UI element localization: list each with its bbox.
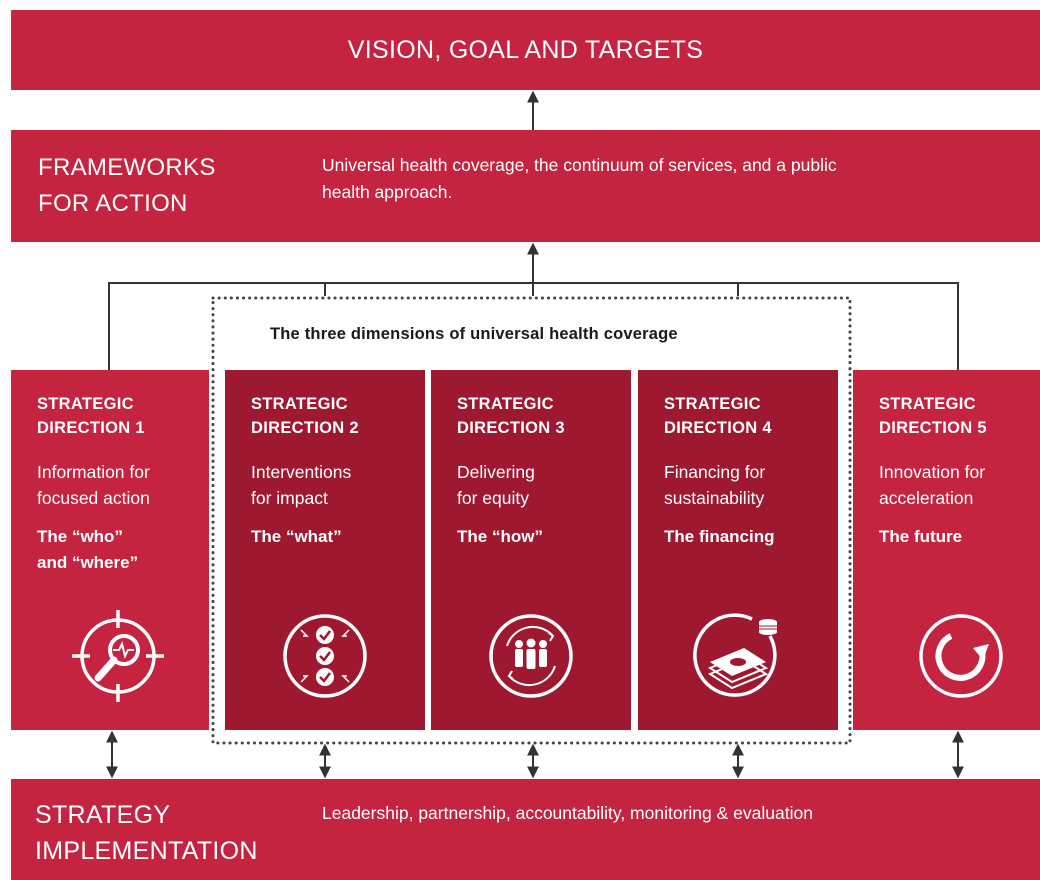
checklist-icon [283,614,367,698]
sd3-label-line1: STRATEGIC [457,395,554,413]
implementation-description: Leadership, partnership, accountability,… [322,803,813,823]
frameworks-title: FRAMEWORKS FOR ACTION [38,150,216,222]
sd2-tag-line1: The “what” [251,527,342,546]
sd1-tag-line1: The “who” [37,527,123,546]
sd4-label-line2: DIRECTION 4 [664,419,772,437]
people-cycle-icon [489,614,573,698]
frameworks-description: Universal health coverage, the continuum… [322,152,982,206]
target-magnifier-icon [72,610,164,702]
sd1-name: Information for focused action [37,459,150,511]
frameworks-desc-line1: Universal health coverage, the continuum… [322,155,837,175]
frameworks-box: FRAMEWORKS FOR ACTION Universal health c… [11,130,1040,242]
sd2-label-line2: DIRECTION 2 [251,419,359,437]
sd3-label-line2: DIRECTION 3 [457,419,565,437]
sd5-name-line2: acceleration [879,488,974,508]
sd4-tag-line1: The financing [664,527,775,546]
sd4-name-line2: sustainability [664,488,765,508]
sd5-tag: The future [879,524,962,550]
sd1-label-line1: STRATEGIC [37,395,134,413]
implementation-box: STRATEGY IMPLEMENTATION Leadership, part… [11,779,1040,880]
sd1-label-line2: DIRECTION 1 [37,419,145,437]
sd4-name-line1: Financing for [664,462,766,482]
sd3-name-line1: Delivering [457,462,535,482]
sd5-label: STRATEGIC DIRECTION 5 [879,392,987,440]
sd5-tag-line1: The future [879,527,963,546]
frameworks-title-line1: FRAMEWORKS [38,154,216,181]
sd4-label-line1: STRATEGIC [664,395,761,413]
sd3-label: STRATEGIC DIRECTION 3 [457,392,565,440]
sd5-name-line1: Innovation for [879,462,986,482]
implementation-title-line1: STRATEGY [35,801,171,829]
strategic-direction-1: STRATEGIC DIRECTION 1 Information for fo… [11,370,209,730]
sd5-label-line1: STRATEGIC [879,395,976,413]
money-stack-icon [693,613,777,697]
sd5-label-line2: DIRECTION 5 [879,419,987,437]
sd1-name-line1: Information for [37,462,150,482]
sd4-name: Financing for sustainability [664,459,765,511]
strategic-direction-4: STRATEGIC DIRECTION 4 Financing for sust… [638,370,838,730]
sd1-tag: The “who” and “where” [37,524,138,576]
sd1-tag-line2: and “where” [37,553,139,572]
sd1-label: STRATEGIC DIRECTION 1 [37,392,145,440]
sd2-name-line2: for impact [251,488,328,508]
sd4-tag: The financing [664,524,775,550]
frameworks-title-line2: FOR ACTION [38,190,188,217]
sd2-name-line1: Interventions [251,462,352,482]
sd1-name-line2: focused action [37,488,150,508]
implementation-title: STRATEGY IMPLEMENTATION [35,797,258,869]
sd3-tag: The “how” [457,524,543,550]
vision-title: VISION, GOAL AND TARGETS [347,36,704,64]
vision-box: VISION, GOAL AND TARGETS [11,10,1040,90]
sd2-tag: The “what” [251,524,342,550]
sd2-name: Interventions for impact [251,459,351,511]
strategic-direction-2: STRATEGIC DIRECTION 2 Interventions for … [225,370,425,730]
dimensions-dotted-frame [211,296,852,745]
dimensions-caption: The three dimensions of universal health… [270,325,678,343]
sd4-label: STRATEGIC DIRECTION 4 [664,392,772,440]
sd3-name: Delivering for equity [457,459,535,511]
circular-arrow-icon [919,614,1003,698]
frameworks-desc-line2: health approach. [322,182,453,202]
sd2-label: STRATEGIC DIRECTION 2 [251,392,359,440]
sd5-name: Innovation for acceleration [879,459,985,511]
sd3-name-line2: for equity [457,488,529,508]
strategic-direction-3: STRATEGIC DIRECTION 3 Delivering for equ… [431,370,631,730]
sd2-label-line1: STRATEGIC [251,395,348,413]
implementation-title-line2: IMPLEMENTATION [35,837,258,865]
sd3-tag-line1: The “how” [457,527,543,546]
strategic-direction-5: STRATEGIC DIRECTION 5 Innovation for acc… [853,370,1040,730]
